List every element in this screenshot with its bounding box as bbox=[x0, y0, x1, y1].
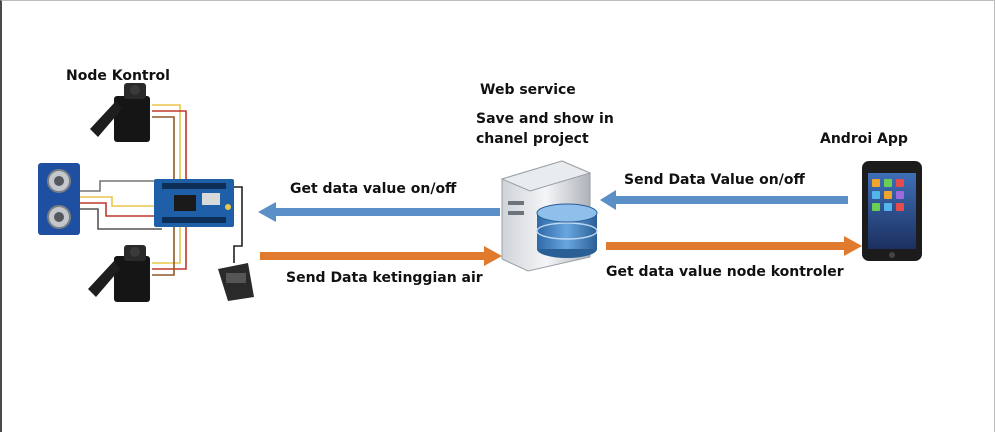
server-database-icon bbox=[500, 160, 598, 272]
ultrasonic-sensor-icon bbox=[38, 163, 80, 235]
arrow-send-ketinggian bbox=[260, 246, 502, 266]
web-service-desc-line1: Save and show in bbox=[476, 111, 614, 127]
web-service-title: Web service bbox=[480, 82, 576, 98]
servo-motor-top-icon bbox=[90, 83, 150, 142]
send-ketinggian-label: Send Data ketinggian air bbox=[286, 270, 483, 286]
arrow-send-value-onoff bbox=[600, 190, 848, 210]
get-node-kontroler-label: Get data value node kontroler bbox=[606, 264, 844, 280]
arrow-get-node-kontroler bbox=[606, 236, 862, 256]
android-app-label: Androi App bbox=[820, 131, 908, 147]
smartphone-icon bbox=[862, 161, 922, 261]
wiring bbox=[80, 104, 243, 276]
send-value-onoff-label: Send Data Value on/off bbox=[624, 172, 805, 188]
get-onoff-label: Get data value on/off bbox=[290, 181, 457, 197]
arrow-get-onoff bbox=[258, 202, 500, 222]
servo-motor-bottom-icon bbox=[88, 245, 150, 302]
web-service-desc-line2: chanel project bbox=[476, 131, 589, 147]
node-kontrol-label: Node Kontrol bbox=[66, 68, 170, 84]
water-level-sensor-icon bbox=[218, 263, 254, 301]
microcontroller-board-icon bbox=[154, 179, 234, 227]
